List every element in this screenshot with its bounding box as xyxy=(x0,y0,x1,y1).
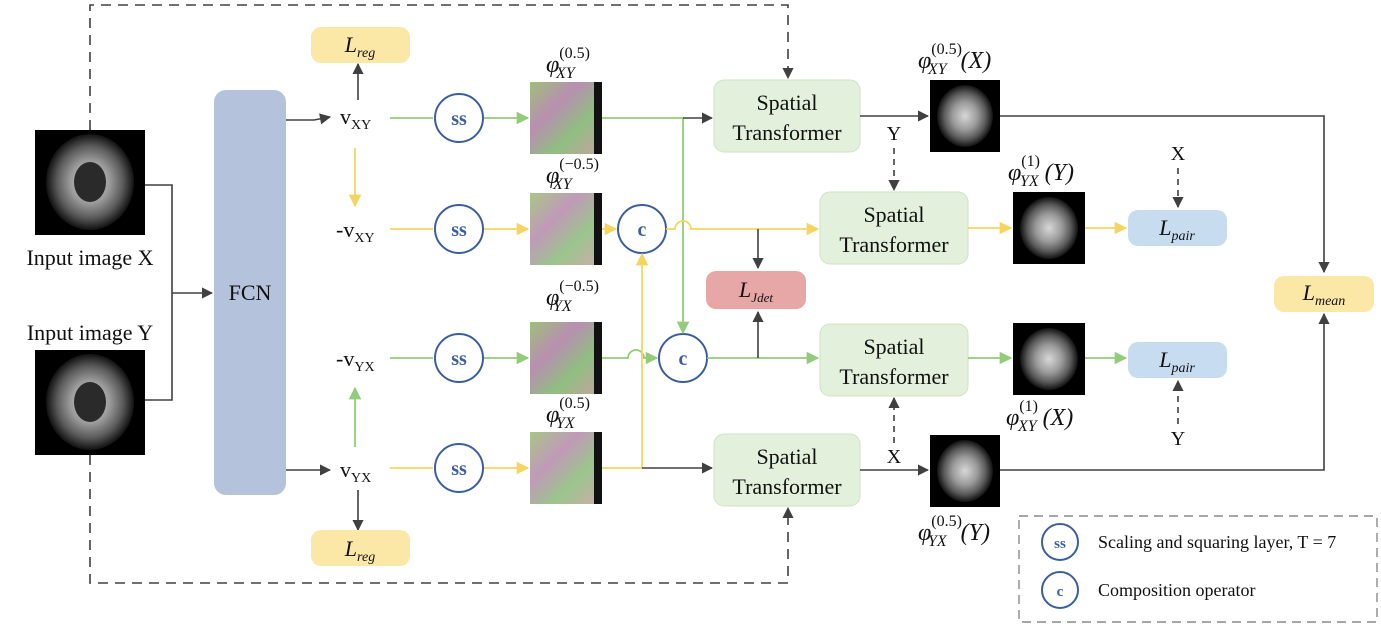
output-image-yx-one xyxy=(1013,192,1085,264)
svg-text:Transformer: Transformer xyxy=(839,364,949,389)
fcn-block xyxy=(214,90,286,495)
dashed-feedback-loop xyxy=(89,4,794,130)
ss-node-1: ss xyxy=(434,93,484,143)
output-to-lmean-bottom xyxy=(1000,312,1330,471)
legend-c-desc: Composition operator xyxy=(1098,580,1255,600)
svg-text:c: c xyxy=(679,348,688,370)
fcn-to-vxy-arrow xyxy=(286,113,332,125)
ljdet-box xyxy=(706,271,806,309)
svg-text:ss: ss xyxy=(451,108,467,130)
vyx-label: vYX xyxy=(340,457,371,486)
lreg-top-label: Lreg xyxy=(344,32,375,61)
svg-text:ss: ss xyxy=(451,458,467,480)
svg-text:Spatial: Spatial xyxy=(756,444,817,469)
field-yx-neg-to-c2 xyxy=(602,349,659,365)
input-y-connector xyxy=(145,293,173,401)
ljdet-label: LJdet xyxy=(738,277,773,305)
svg-text:Spatial: Spatial xyxy=(756,90,817,115)
phi-yx-neg-label: φ(−0.5)YX xyxy=(546,278,599,315)
output-xy-one-label: φ(1)XY(X) xyxy=(1006,398,1073,435)
input-x-connector xyxy=(145,184,173,293)
spatial-transformer-1: Spatial Transformer xyxy=(713,79,861,153)
input-image-x xyxy=(35,130,145,235)
svg-text:ss: ss xyxy=(451,219,467,241)
input-x-label: Input image X xyxy=(26,245,153,270)
svg-text:ss: ss xyxy=(451,348,467,370)
lpair-bottom-box xyxy=(1128,342,1227,378)
phi-yx-pos-to-c1 xyxy=(602,252,649,469)
output-xy-half-label: φ(0.5)XY(X) xyxy=(918,41,991,78)
field-image-xy-pos xyxy=(530,82,602,154)
input-y-label: Input image Y xyxy=(27,320,153,345)
phi-xy-neg-label: φ(−0.5)XY xyxy=(546,156,599,193)
lpair-bottom-label: Lpair xyxy=(1158,347,1195,376)
output-image-xy-one xyxy=(1013,323,1085,395)
svg-text:Transformer: Transformer xyxy=(732,474,842,499)
fcn-label: FCN xyxy=(229,280,272,305)
output-yx-half-label: φ(0.5)YX(Y) xyxy=(918,513,990,550)
input-image-y xyxy=(35,350,145,455)
lreg-bottom-box xyxy=(311,530,410,566)
lpair-top-label: Lpair xyxy=(1158,215,1195,244)
ss-node-3: ss xyxy=(434,333,484,383)
output-image-yx-half xyxy=(930,435,1000,507)
svg-text:c: c xyxy=(1057,584,1064,600)
legend: ss Scaling and squaring layer, T = 7 c C… xyxy=(1018,515,1378,623)
svg-text:Transformer: Transformer xyxy=(839,232,949,257)
ss-node-4: ss xyxy=(434,443,484,493)
svg-text:Spatial: Spatial xyxy=(863,202,924,227)
side-input-x2: X xyxy=(887,446,902,468)
legend-c-icon xyxy=(1041,571,1079,609)
spatial-transformer-2: Spatial Transformer xyxy=(819,191,969,265)
svg-text:Spatial: Spatial xyxy=(863,334,924,359)
output-image-xy-half xyxy=(930,80,1000,152)
ss-node-2: ss xyxy=(434,204,484,254)
svg-text:c: c xyxy=(638,219,647,241)
phi-xy-pos-label: φ(0.5)XY xyxy=(546,45,590,82)
compose-node-1: c xyxy=(617,204,667,254)
legend-ss-desc: Scaling and squaring layer, T = 7 xyxy=(1098,532,1336,552)
field-image-yx-pos xyxy=(530,432,602,504)
lpair-top-box xyxy=(1128,210,1227,246)
output-to-lmean-top xyxy=(1000,115,1330,274)
output-yx-one-label: φ(1)YX(Y) xyxy=(1008,153,1074,190)
neg-vyx-label: -vYX xyxy=(336,346,375,375)
compose-node-2: c xyxy=(658,333,708,383)
field-image-xy-neg xyxy=(530,193,602,265)
field-image-yx-neg xyxy=(530,322,602,394)
svg-text:Transformer: Transformer xyxy=(732,120,842,145)
neg-vxy-label: -vXY xyxy=(336,217,375,246)
side-input-x-top-pair: X xyxy=(1171,143,1186,165)
dashed-feedback-loop-bottom xyxy=(89,455,794,584)
lreg-top-box xyxy=(311,27,410,63)
spatial-transformer-4: Spatial Transformer xyxy=(713,433,861,507)
lmean-label: Lmean xyxy=(1302,280,1346,309)
lmean-box xyxy=(1274,276,1374,312)
phi-yx-pos-label: φ(0.5)YX xyxy=(546,395,590,432)
legend-ss-icon xyxy=(1041,523,1079,561)
c1-to-st2 xyxy=(666,220,820,236)
side-input-y1: Y xyxy=(887,123,901,145)
svg-text:ss: ss xyxy=(1054,536,1066,552)
side-input-y-bottom-pair: Y xyxy=(1171,428,1185,450)
spatial-transformer-3: Spatial Transformer xyxy=(819,323,969,397)
lreg-bottom-label: Lreg xyxy=(344,536,375,565)
vxy-label: vXY xyxy=(340,104,371,133)
